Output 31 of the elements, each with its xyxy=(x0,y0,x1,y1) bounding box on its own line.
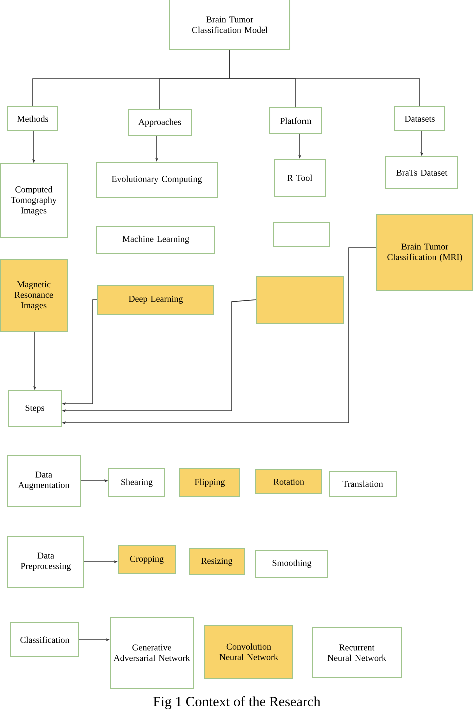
label-box: Platform xyxy=(270,108,322,134)
label-box: Computed Tomography Images xyxy=(0,164,68,238)
label-box: Classification xyxy=(10,622,80,658)
label-box: Data Augmentation xyxy=(7,455,81,507)
label-box: Brain Tumor Classification (MRI) xyxy=(376,214,474,292)
label-box: Resizing xyxy=(189,548,245,576)
label-box: Rotation xyxy=(256,470,322,494)
label-box: Flipping xyxy=(180,468,240,498)
label-box: Magnetic Resonance Images xyxy=(0,260,68,332)
label-box: Translation xyxy=(329,471,397,497)
empty-box xyxy=(274,222,330,248)
label-box: Methods xyxy=(8,106,58,132)
label-box: Datasets xyxy=(394,106,446,132)
label-box: Evolutionary Computing xyxy=(96,162,218,198)
label-box: Brain Tumor Classification Model xyxy=(170,0,290,50)
label-box: Shearing xyxy=(108,468,166,498)
label-box: Recurrent Neural Network xyxy=(312,628,402,678)
label-box: Data Preprocessing xyxy=(8,536,84,588)
label-box: Smoothing xyxy=(256,550,328,578)
label-box: Steps xyxy=(8,390,62,428)
label-box: Cropping xyxy=(118,546,176,574)
label-box: Convolution Neural Network xyxy=(204,625,294,679)
label-box: Deep Learning xyxy=(98,285,214,315)
label-box: Approaches xyxy=(128,110,192,136)
connector-line xyxy=(230,50,420,107)
caption: Fig 1 Context of the Research xyxy=(154,696,321,710)
empty-box xyxy=(256,276,344,324)
label-box: R Tool xyxy=(274,159,326,197)
label-box: Generative Adversarial Network xyxy=(110,617,194,689)
label-box: Machine Learning xyxy=(96,226,216,254)
label-box: BraTs Dataset xyxy=(386,156,458,190)
